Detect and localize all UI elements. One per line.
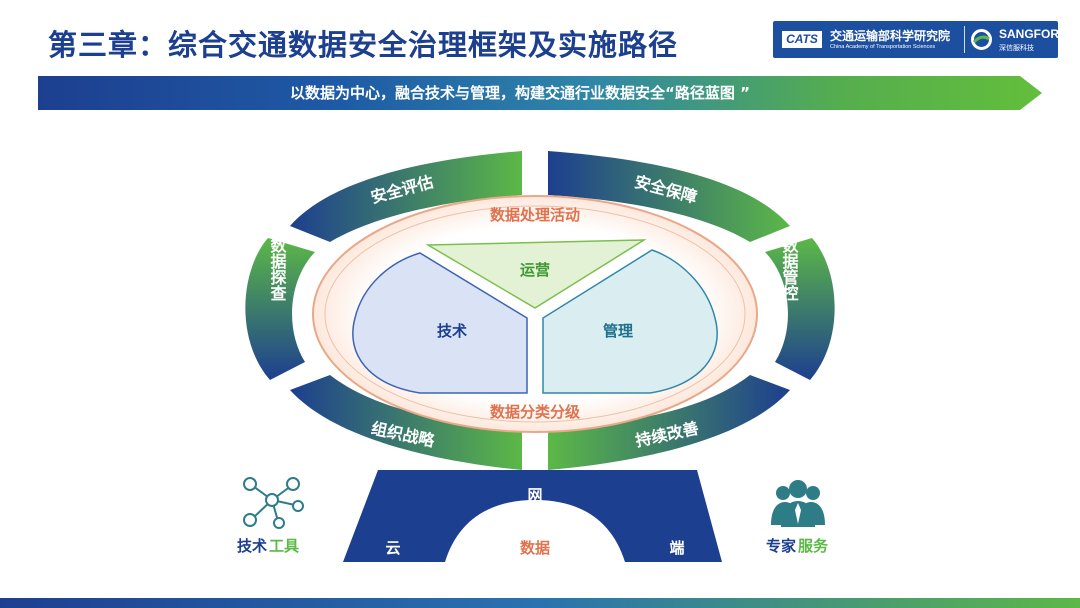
segment-left-label: 数据探查 <box>268 236 287 301</box>
segment-top-right <box>548 151 790 242</box>
core-mgmt-label: 管理 <box>603 322 633 340</box>
segment-right-label: 数据管控 <box>780 236 799 302</box>
subtitle-banner <box>38 76 1042 110</box>
sangfor-ring-icon <box>971 29 992 50</box>
ring-bottom-label: 数据分类分级 <box>490 403 581 421</box>
logo-org-name-en: China Academy of Transportation Sciences <box>830 44 936 50</box>
base-arch <box>343 470 722 562</box>
ring-top-label: 数据处理活动 <box>490 206 580 224</box>
core-ops-sector <box>425 239 647 309</box>
sangfor-logo-text: SANGFOR <box>999 27 1059 41</box>
core-mgmt-sector <box>542 249 718 394</box>
experts-label-part1: 专家 <box>766 537 796 555</box>
experts-label-part2: 服务 <box>798 537 829 555</box>
segment-bottom-right <box>548 375 790 470</box>
segment-bottom-left <box>290 375 522 470</box>
base-right-label: 端 <box>669 539 684 557</box>
header-logo: CATS 交通运输部科学研究院 China Academy of Transpo… <box>773 21 1059 58</box>
core-ops-label: 运营 <box>520 261 550 279</box>
logo-org-name: 交通运输部科学研究院 <box>830 29 951 43</box>
core-tech-label: 技术 <box>437 322 467 340</box>
segment-right <box>765 238 835 380</box>
base-left-label: 云 <box>385 539 400 557</box>
base-top-label: 网 <box>527 486 542 504</box>
cats-logo: CATS <box>782 31 822 48</box>
page-title: 第三章：综合交通数据安全治理框架及实施路径 <box>48 28 679 62</box>
sangfor-logo-cn: 深信服科技 <box>999 44 1034 52</box>
tools-label-part1: 技术 <box>237 537 267 555</box>
base-center-label: 数据 <box>520 539 550 557</box>
tools-label-part2: 工具 <box>269 537 299 555</box>
segment-top-left <box>290 151 522 242</box>
network-graph-icon <box>243 477 304 529</box>
core-tech-sector <box>352 252 528 394</box>
banner-text: 以数据为中心，融合技术与管理，构建交通行业数据安全“路径蓝图 ” <box>290 84 750 102</box>
logo-separator <box>964 26 965 53</box>
expert-group-icon <box>771 480 825 527</box>
bottom-accent-bar <box>0 598 1080 608</box>
segment-left <box>245 238 315 380</box>
